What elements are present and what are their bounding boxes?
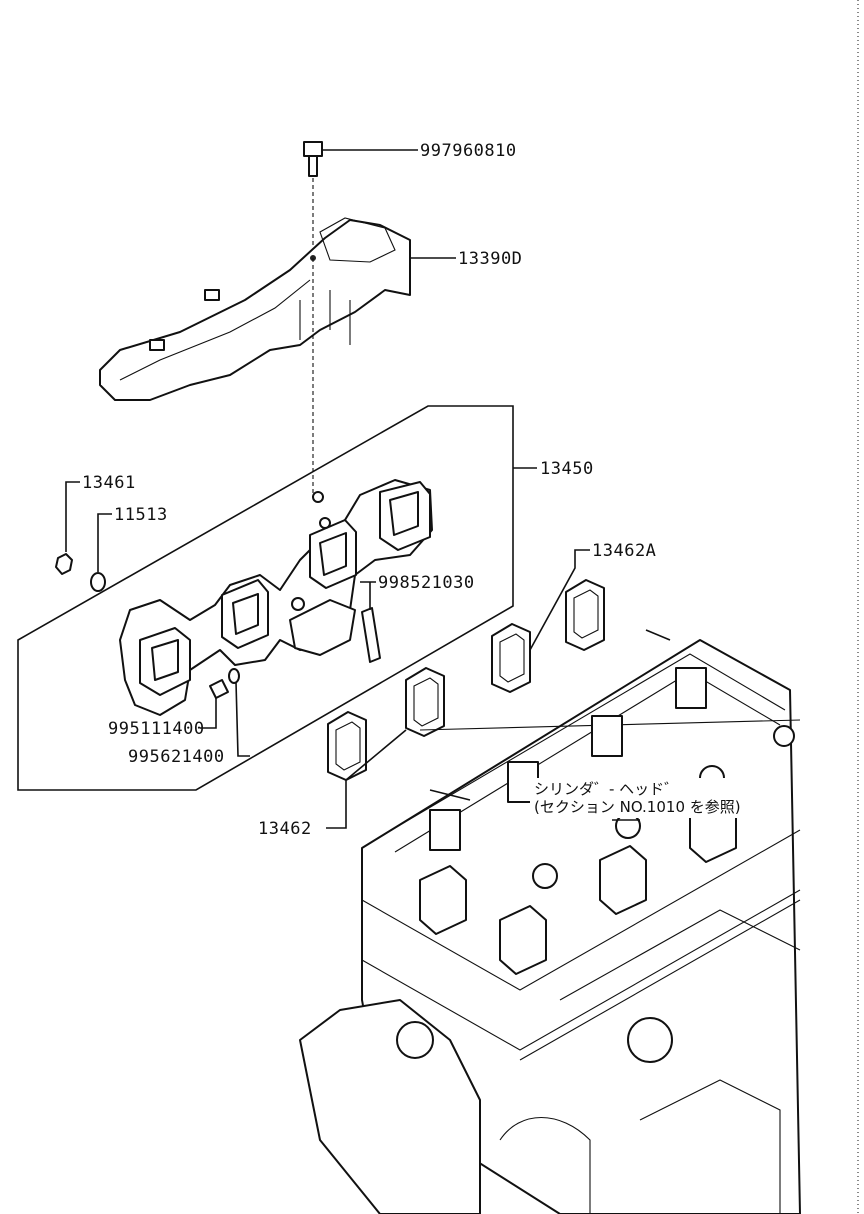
- label-stud-998521030: 998521030: [378, 573, 475, 593]
- stud-998521030-drawing: [360, 581, 381, 663]
- label-washer-11513: 11513: [114, 505, 168, 525]
- cylinder-head-block-drawing: [299, 629, 801, 1214]
- gasket-13462-drawing: [326, 667, 445, 829]
- bolt-997960810-drawing: [303, 141, 418, 258]
- heat-shield-13390d-drawing: [99, 217, 456, 495]
- label-bolt-995111400: 995111400: [108, 719, 205, 739]
- reference-note-line2: (セクション NO.1010 を参照): [534, 798, 741, 816]
- reference-note-backdrop: [530, 778, 762, 818]
- label-gasket-13462: 13462: [258, 819, 312, 839]
- nut-13461-drawing: [55, 481, 80, 575]
- label-bolt-997960810: 997960810: [420, 141, 517, 161]
- label-gasket-13462a: 13462A: [592, 541, 656, 561]
- reference-note-line1: シリンダ゛- ヘッド゛: [534, 780, 679, 798]
- label-manifold-13450: 13450: [540, 459, 594, 479]
- label-nut-13461: 13461: [82, 473, 136, 493]
- exhaust-manifold-drawing: [119, 479, 433, 716]
- gasket-13462a-drawing: [491, 549, 605, 693]
- label-heat-shield-13390d: 13390D: [458, 249, 522, 269]
- bolt-995111400-drawing: [200, 679, 229, 729]
- washer-995621400-drawing: [228, 668, 250, 757]
- washer-11513-drawing: [90, 513, 112, 592]
- manifold-assembly-frame: [17, 405, 537, 791]
- label-washer-995621400: 995621400: [128, 747, 225, 767]
